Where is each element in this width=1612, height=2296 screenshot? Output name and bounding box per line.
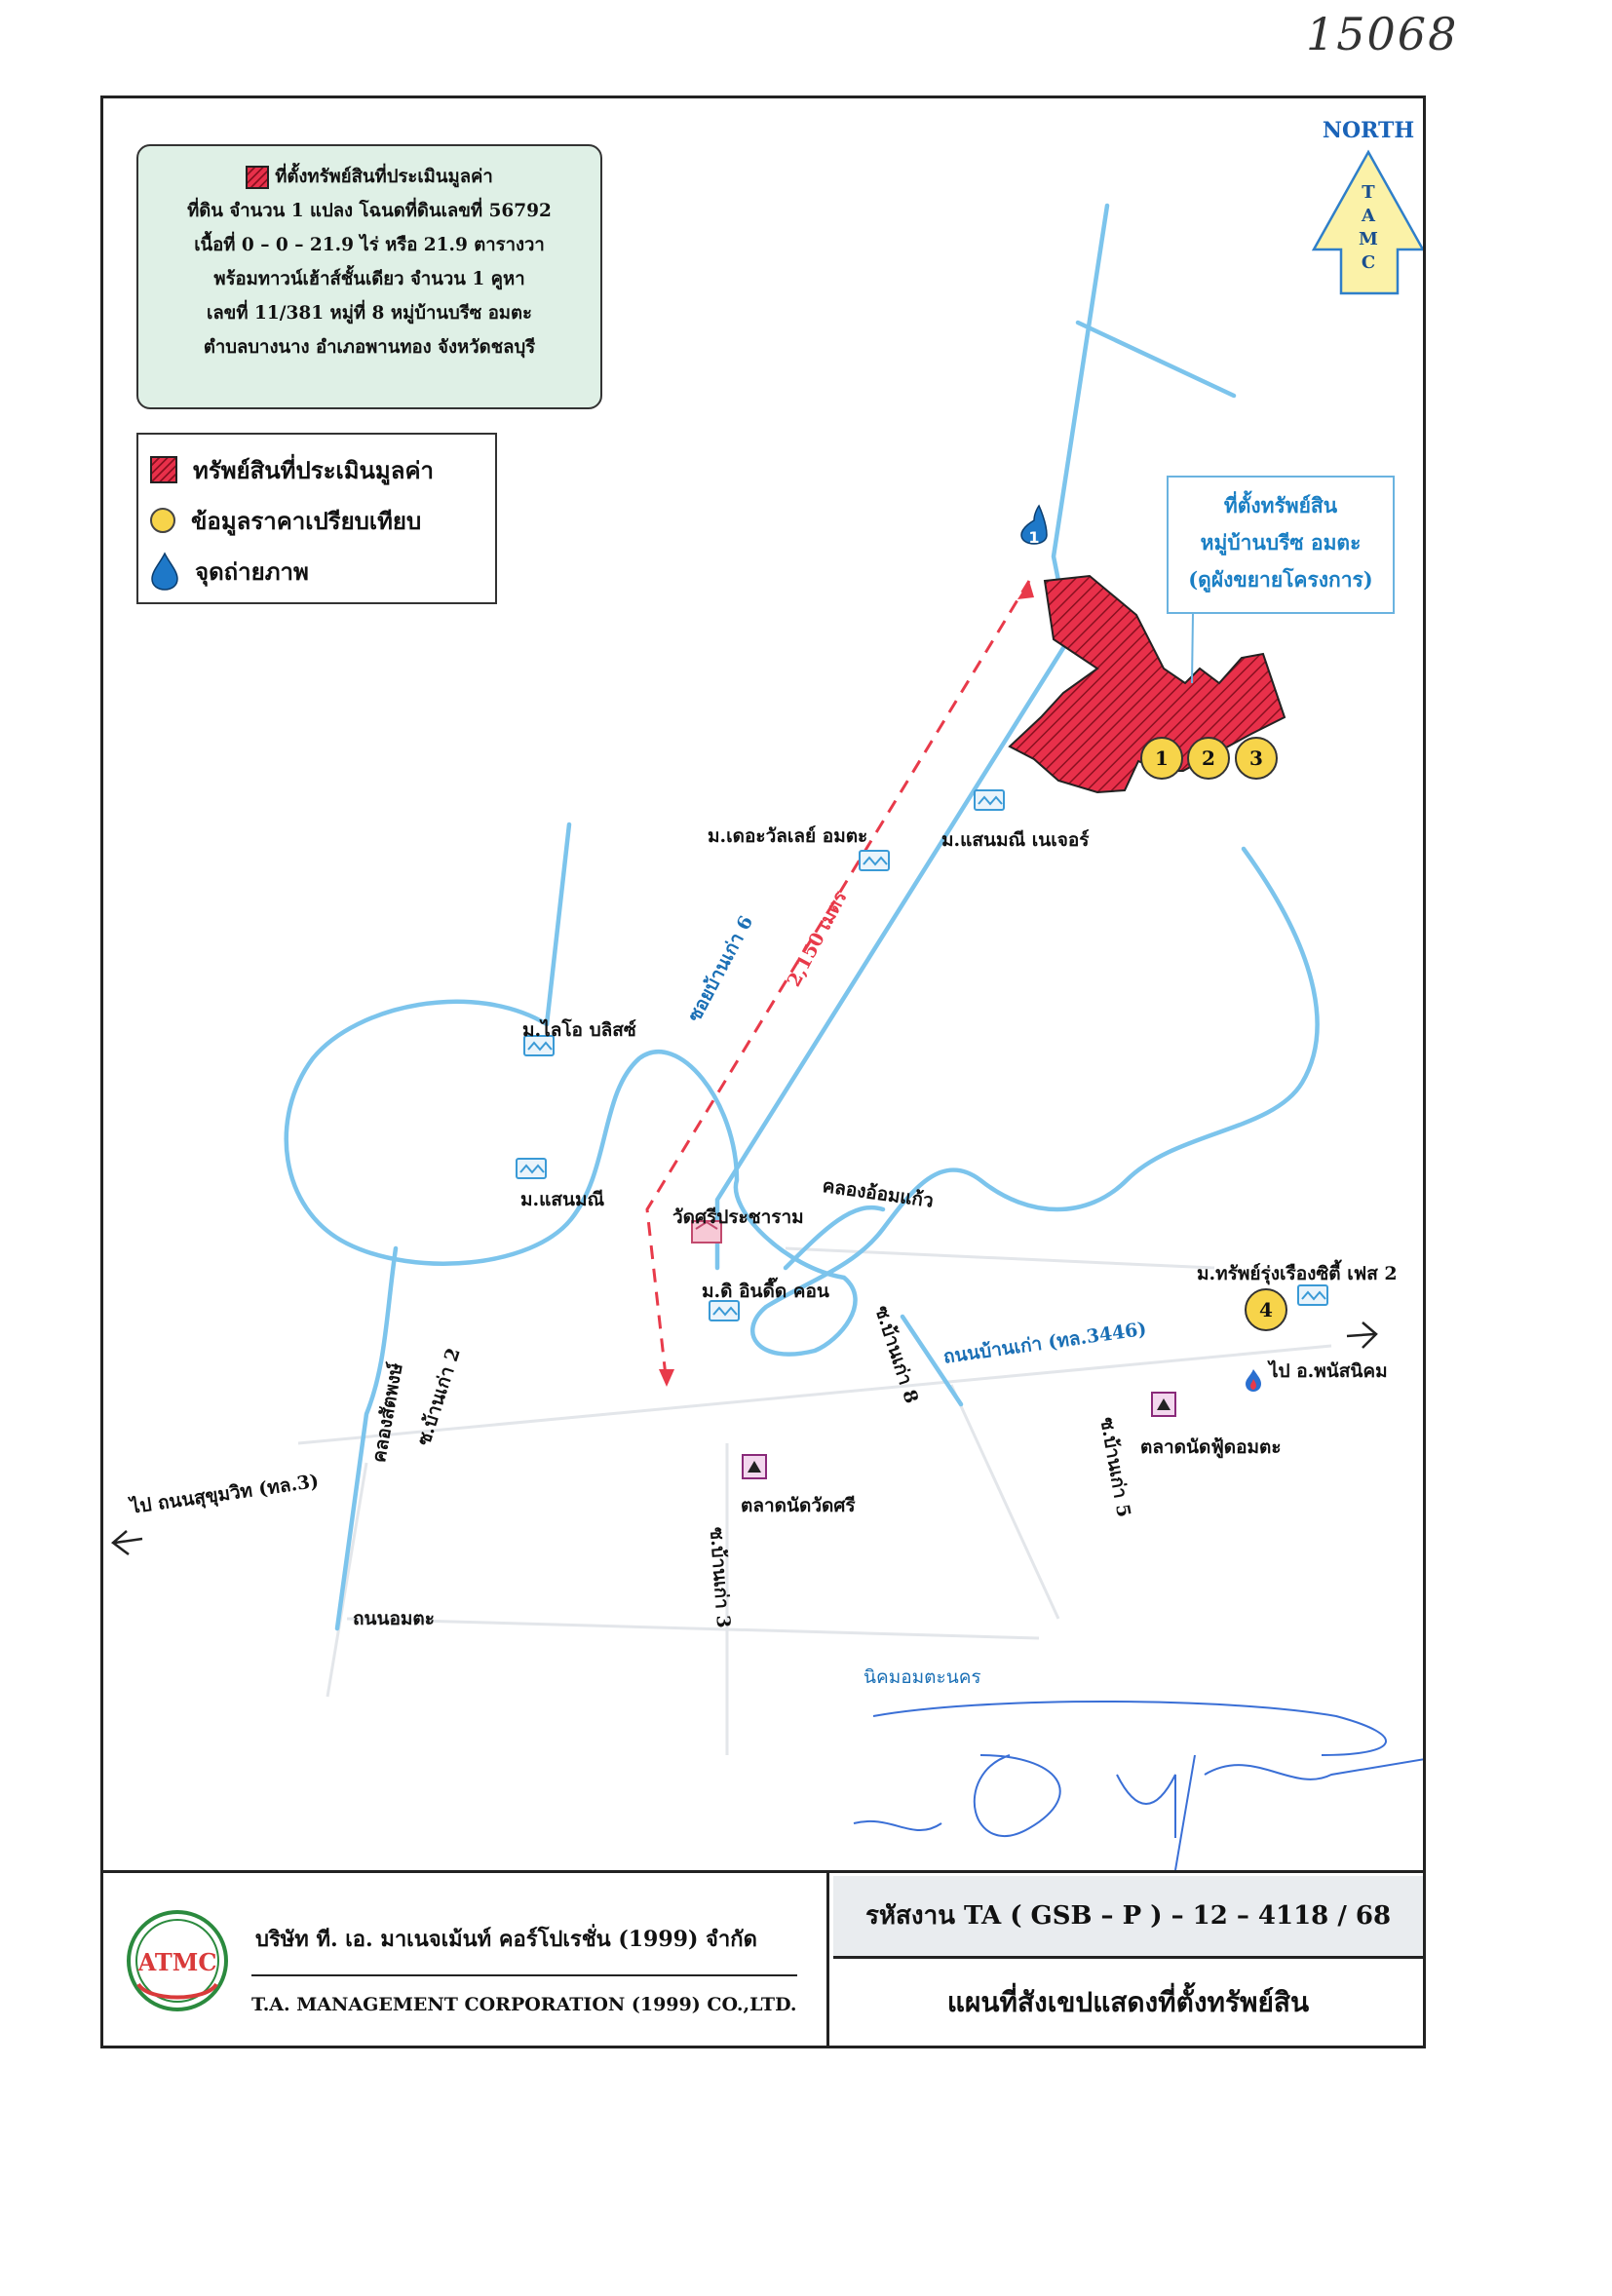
place-label: ม.แสนมณี [520, 1189, 605, 1210]
signature [853, 1701, 1423, 1870]
place-label: ตลาดนัดฟู้ดอมตะ [1140, 1436, 1282, 1458]
report-code: รหัสงาน TA ( GSB – P ) – 12 – 4118 / 68 [833, 1876, 1423, 1959]
main-road-baan-kao-curve [900, 1314, 964, 1407]
comparable-badge: 2 [1187, 737, 1230, 780]
route-arrow-bottom [659, 1369, 674, 1387]
village-icon [1297, 1284, 1328, 1306]
photo-point-marker: 1 [1020, 504, 1048, 547]
place-label: ม.ทรัพย์รุ่งเรืองซิตี้ เฟส 2 [1197, 1263, 1398, 1284]
info-box-line: ตำบลบางนาง อำเภอพานทอง จังหวัดชลบุรี [203, 337, 536, 358]
callout-line: ที่ตั้งทรัพย์สิน [1223, 493, 1338, 517]
map-frame [100, 96, 1426, 1873]
north-arrow: NORTH T A M C [1311, 118, 1423, 295]
callout-line: หมู่บ้านบรีซ อมตะ [1200, 530, 1362, 555]
legend-item: ข้อมูลราคาเปรียบเทียบ [150, 495, 483, 546]
company-logo: ATMC [127, 1910, 228, 2011]
hatched-square-icon [150, 456, 177, 483]
soi-ban-kao-6-road [714, 622, 1081, 1271]
flame-icon [1246, 1369, 1261, 1392]
road-label: ถนนอมตะ [353, 1608, 435, 1629]
info-box-title-row: ที่ตั้งทรัพย์สินที่ประเมินมูลค่า [150, 160, 589, 194]
footer-frame [100, 1873, 1426, 2048]
handwritten-document-number: 15068 [1306, 8, 1459, 60]
legend-item: จุดถ่ายภาพ [150, 546, 483, 596]
info-box-line: พร้อมทาวน์เฮ้าส์ชั้นเดียว จำนวน 1 คูหา [213, 269, 525, 289]
info-box-line: ที่ดิน จำนวน 1 แปลง โฉนดที่ดินเลขที่ 567… [187, 201, 552, 221]
company-name-english: T.A. MANAGEMENT CORPORATION (1999) CO.,L… [251, 1994, 797, 2015]
north-label: NORTH [1323, 118, 1414, 143]
comparable-badge: 4 [1245, 1288, 1287, 1331]
place-label: ม.แสนมณี เนเจอร์ [941, 829, 1090, 851]
place-label: ม.ไลโอ บลิสซ์ [522, 1019, 636, 1041]
company-divider [251, 1974, 797, 1976]
place-label: ม.เดอะวัลเลย์ อมตะ [708, 825, 868, 847]
roads-and-canals [284, 203, 1320, 1631]
comparable-badge: 3 [1235, 737, 1278, 780]
khlong-west-stream [544, 822, 572, 1027]
photo-point-number: 1 [1028, 528, 1039, 547]
info-box-line: เนื้อที่ 0 – 0 – 21.9 ไร่ หรือ 21.9 ตารา… [194, 235, 545, 255]
place-label: ม.ดิ อินดี๊ด คอน [702, 1281, 829, 1302]
dashed-route-line [645, 580, 1031, 1386]
arrow-to-sukhumvit-icon [111, 1530, 143, 1555]
logo-text: ATMC [137, 1948, 217, 1976]
yellow-circle-icon [150, 508, 175, 533]
map-legend: ทรัพย์สินที่ประเมินมูลค่า ข้อมูลราคาเปรี… [136, 433, 497, 604]
info-box-title: ที่ตั้งทรัพย์สินที่ประเมินมูลค่า [275, 167, 493, 187]
direction-label: ไป อ.พนัสนิคม [1269, 1360, 1388, 1382]
village-icon [516, 1158, 547, 1179]
place-label: วัดศรีประชาราม [672, 1206, 804, 1228]
place-label: ตลาดนัดวัดศรี [741, 1495, 856, 1516]
legend-label: ทรัพย์สินที่ประเมินมูลค่า [193, 455, 434, 484]
road-north-spine [1051, 203, 1110, 618]
legend-label: ข้อมูลราคาเปรียบเทียบ [191, 506, 422, 535]
report-title: แผนที่สังเขปแสดงที่ตั้งทรัพย์สิน [946, 1986, 1310, 2018]
khlong-main-loop [284, 846, 1320, 1357]
village-icon [523, 1035, 555, 1056]
background-roads [297, 1246, 1332, 1755]
company-name-thai: บริษัท ที. เอ. มาเนจเม้นท์ คอร์โปเรชั่น … [255, 1927, 757, 1952]
legend-label: จุดถ่ายภาพ [195, 556, 309, 586]
info-box-line: เลขที่ 11/381 หมู่ที่ 8 หมู่บ้านบรีซ อมต… [207, 303, 532, 324]
north-letter: A [1361, 206, 1376, 226]
route-arrow-top [1017, 581, 1034, 599]
legend-item: ทรัพย์สินที่ประเมินมูลค่า [150, 444, 483, 495]
place-label: นิคมอมตะนคร [864, 1666, 981, 1688]
callout-line: (ดูผังขยายโครงการ) [1188, 567, 1373, 592]
village-icons [516, 789, 1328, 1321]
property-location-callout: ที่ตั้งทรัพย์สิน หมู่บ้านบรีซ อมตะ (ดูผั… [1167, 476, 1395, 614]
property-info-box: ที่ตั้งทรัพย์สินที่ประเมินมูลค่า ที่ดิน … [136, 144, 602, 409]
north-letter: C [1362, 252, 1375, 273]
khlong-loop-inner [783, 1205, 886, 1271]
north-letter: M [1359, 229, 1378, 249]
road-north-branch [1075, 320, 1237, 399]
arrow-to-panat-icon [1346, 1321, 1378, 1349]
market-icon [1151, 1392, 1176, 1417]
village-icon [859, 850, 890, 871]
callout-pointer [1191, 612, 1194, 684]
company-block [103, 1873, 829, 2046]
village-icon [709, 1300, 740, 1321]
temple-icon [691, 1220, 722, 1244]
comparable-badge: 1 [1140, 737, 1183, 780]
hatched-square-icon [246, 166, 270, 189]
khlong-sattaphong-canal [334, 1245, 399, 1631]
market-icon [742, 1454, 767, 1479]
village-icon [974, 789, 1005, 811]
north-letter: T [1362, 182, 1375, 203]
blue-drop-icon [151, 552, 178, 591]
